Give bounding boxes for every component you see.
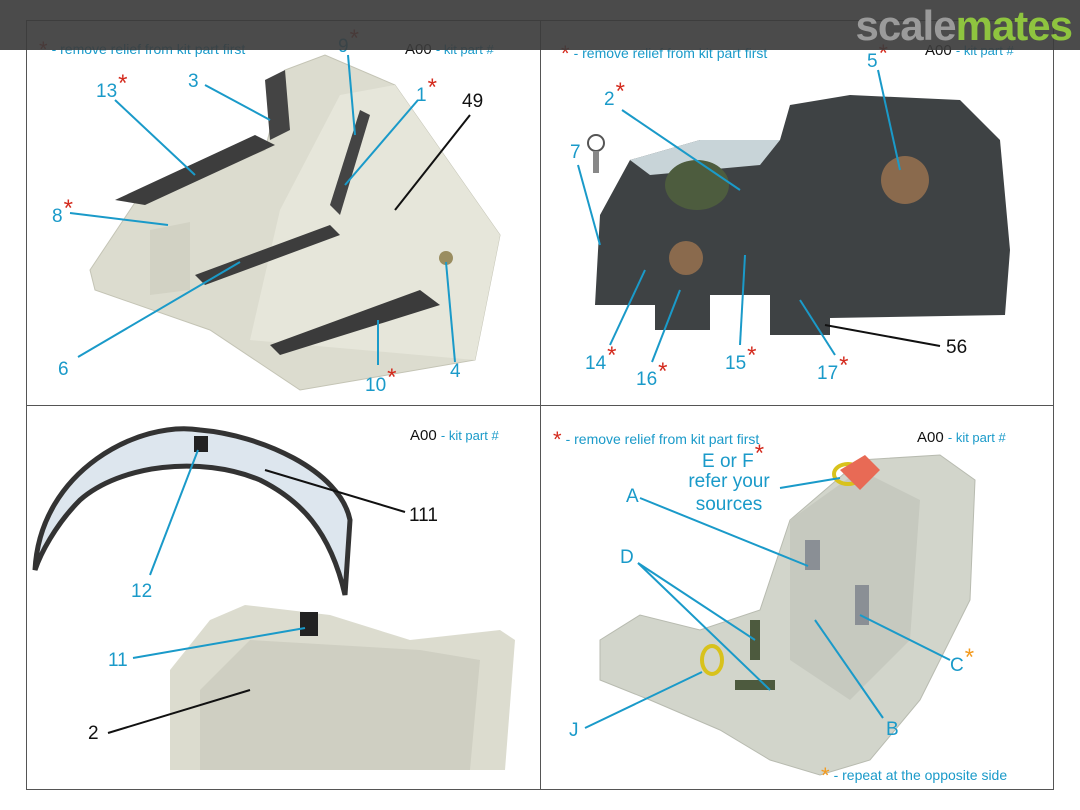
- callout-d: D: [620, 547, 634, 568]
- callout-6: 6: [58, 359, 69, 380]
- callout-5: 5*: [867, 40, 888, 72]
- callout-2-frame: 2: [88, 723, 99, 744]
- callout-7: 7: [570, 142, 581, 163]
- callout-3: 3: [188, 71, 199, 92]
- windscreen-frame-part: [170, 605, 515, 770]
- callout-49: 49: [462, 91, 484, 112]
- callout-16: 16*: [636, 358, 668, 390]
- callout-b: B: [886, 719, 899, 740]
- refer-sources-text: refer your sources: [688, 471, 770, 515]
- ejection-seat-part: [599, 454, 976, 776]
- instrument-panel-part: [587, 95, 1010, 335]
- callout-a: A: [626, 486, 639, 507]
- callout-leaders: [69, 54, 951, 729]
- divider-horizontal: [26, 405, 1054, 406]
- callout-10: 10*: [365, 364, 397, 396]
- callout-8: 8*: [52, 195, 73, 227]
- callout-leaders-black: [107, 114, 941, 734]
- callout-11: 11: [108, 650, 128, 671]
- callout-j: J: [569, 720, 579, 741]
- canopy-part: [32, 426, 353, 596]
- callout-56: 56: [946, 337, 968, 358]
- note-remove-relief-p4: *- remove relief from kit part first: [553, 427, 760, 452]
- scalemates-logo: scalemates: [855, 2, 1073, 49]
- callout-13: 13*: [96, 70, 128, 102]
- callout-c: C*: [950, 644, 975, 676]
- callout-12: 12: [131, 581, 153, 602]
- kit-part-legend-p4: A00 - kit part #: [917, 429, 1006, 446]
- callout-1: 1*: [416, 74, 437, 106]
- callout-111: 111: [409, 505, 438, 526]
- callout-14: 14*: [585, 342, 617, 374]
- callout-e-or-f: E or F*: [702, 440, 765, 472]
- callout-17: 17*: [817, 352, 849, 384]
- callout-4: 4: [450, 361, 461, 382]
- callout-15: 15*: [725, 342, 757, 374]
- cockpit-tub-part: [89, 54, 501, 391]
- callout-2-panel: 2*: [604, 78, 625, 110]
- note-repeat-opposite: *- repeat at the opposite side: [821, 763, 1008, 788]
- kit-part-legend-p3: A00 - kit part #: [410, 427, 499, 444]
- watermark-bar: scalemates: [0, 0, 1080, 50]
